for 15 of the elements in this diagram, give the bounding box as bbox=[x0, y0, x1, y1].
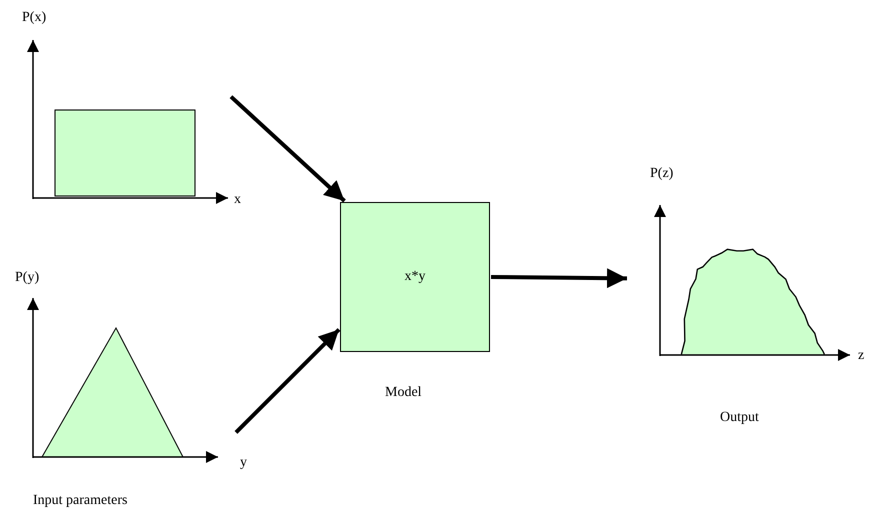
arrow bbox=[490, 268, 628, 288]
arrow bbox=[234, 328, 340, 434]
caption-label: Output bbox=[720, 410, 759, 426]
caption-label: Model bbox=[385, 385, 422, 401]
axis-label: y bbox=[240, 455, 247, 471]
axis-label: z bbox=[858, 348, 864, 364]
uniform-distribution-drawing bbox=[25, 40, 230, 202]
axis-label: x bbox=[234, 192, 241, 208]
axis-label: P(z) bbox=[650, 166, 674, 182]
formula-text: x*y bbox=[404, 269, 426, 285]
axis-label: P(y) bbox=[15, 270, 40, 286]
caption-label: Input parameters bbox=[33, 493, 128, 509]
model-box bbox=[340, 202, 490, 352]
axis-label: P(x) bbox=[22, 10, 46, 26]
arrow bbox=[230, 95, 346, 202]
